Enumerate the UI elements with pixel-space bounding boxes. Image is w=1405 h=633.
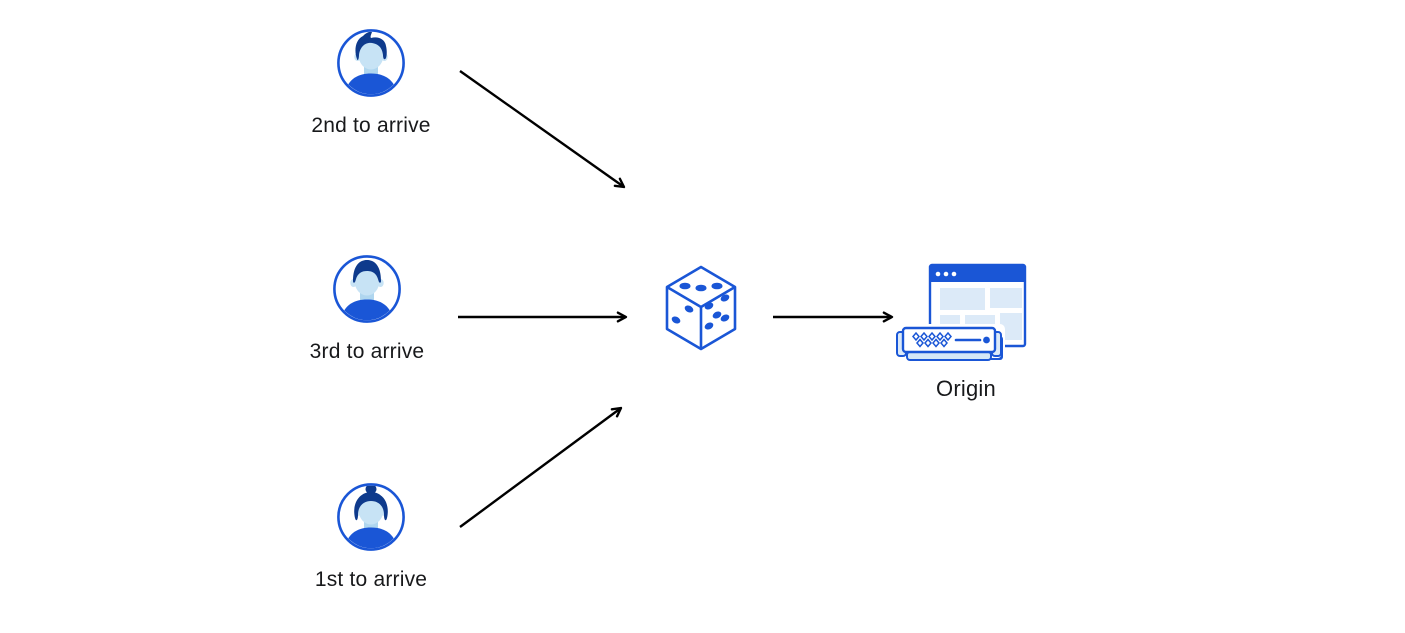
client-label: 3rd to arrive [309, 340, 425, 363]
male-user-swept-hair-avatar-icon [337, 29, 405, 97]
origin-node: Origin [896, 262, 1036, 402]
client-label: 2nd to arrive [311, 114, 431, 137]
client-node-2nd-to-arrive: 2nd to arrive [271, 28, 471, 138]
arrow-client1st-to-dice [459, 406, 623, 528]
client-node-1st-to-arrive: 1st to arrive [271, 482, 471, 592]
male-user-short-hair-avatar-icon [333, 255, 401, 323]
origin-label: Origin [936, 376, 996, 401]
server-icon [896, 324, 1005, 364]
random-selection-node [664, 264, 738, 352]
client-node-3rd-to-arrive: 3rd to arrive [267, 254, 467, 364]
browser-window-server-icon [896, 263, 1027, 364]
female-user-bun-avatar-icon [337, 483, 405, 551]
server-led-dot [983, 336, 990, 344]
dice-icon [665, 265, 737, 351]
server-vent-diamonds [912, 331, 952, 348]
arrow-client2nd-to-dice [459, 70, 626, 189]
client-label: 1st to arrive [314, 568, 428, 591]
dice-pips [671, 282, 730, 330]
